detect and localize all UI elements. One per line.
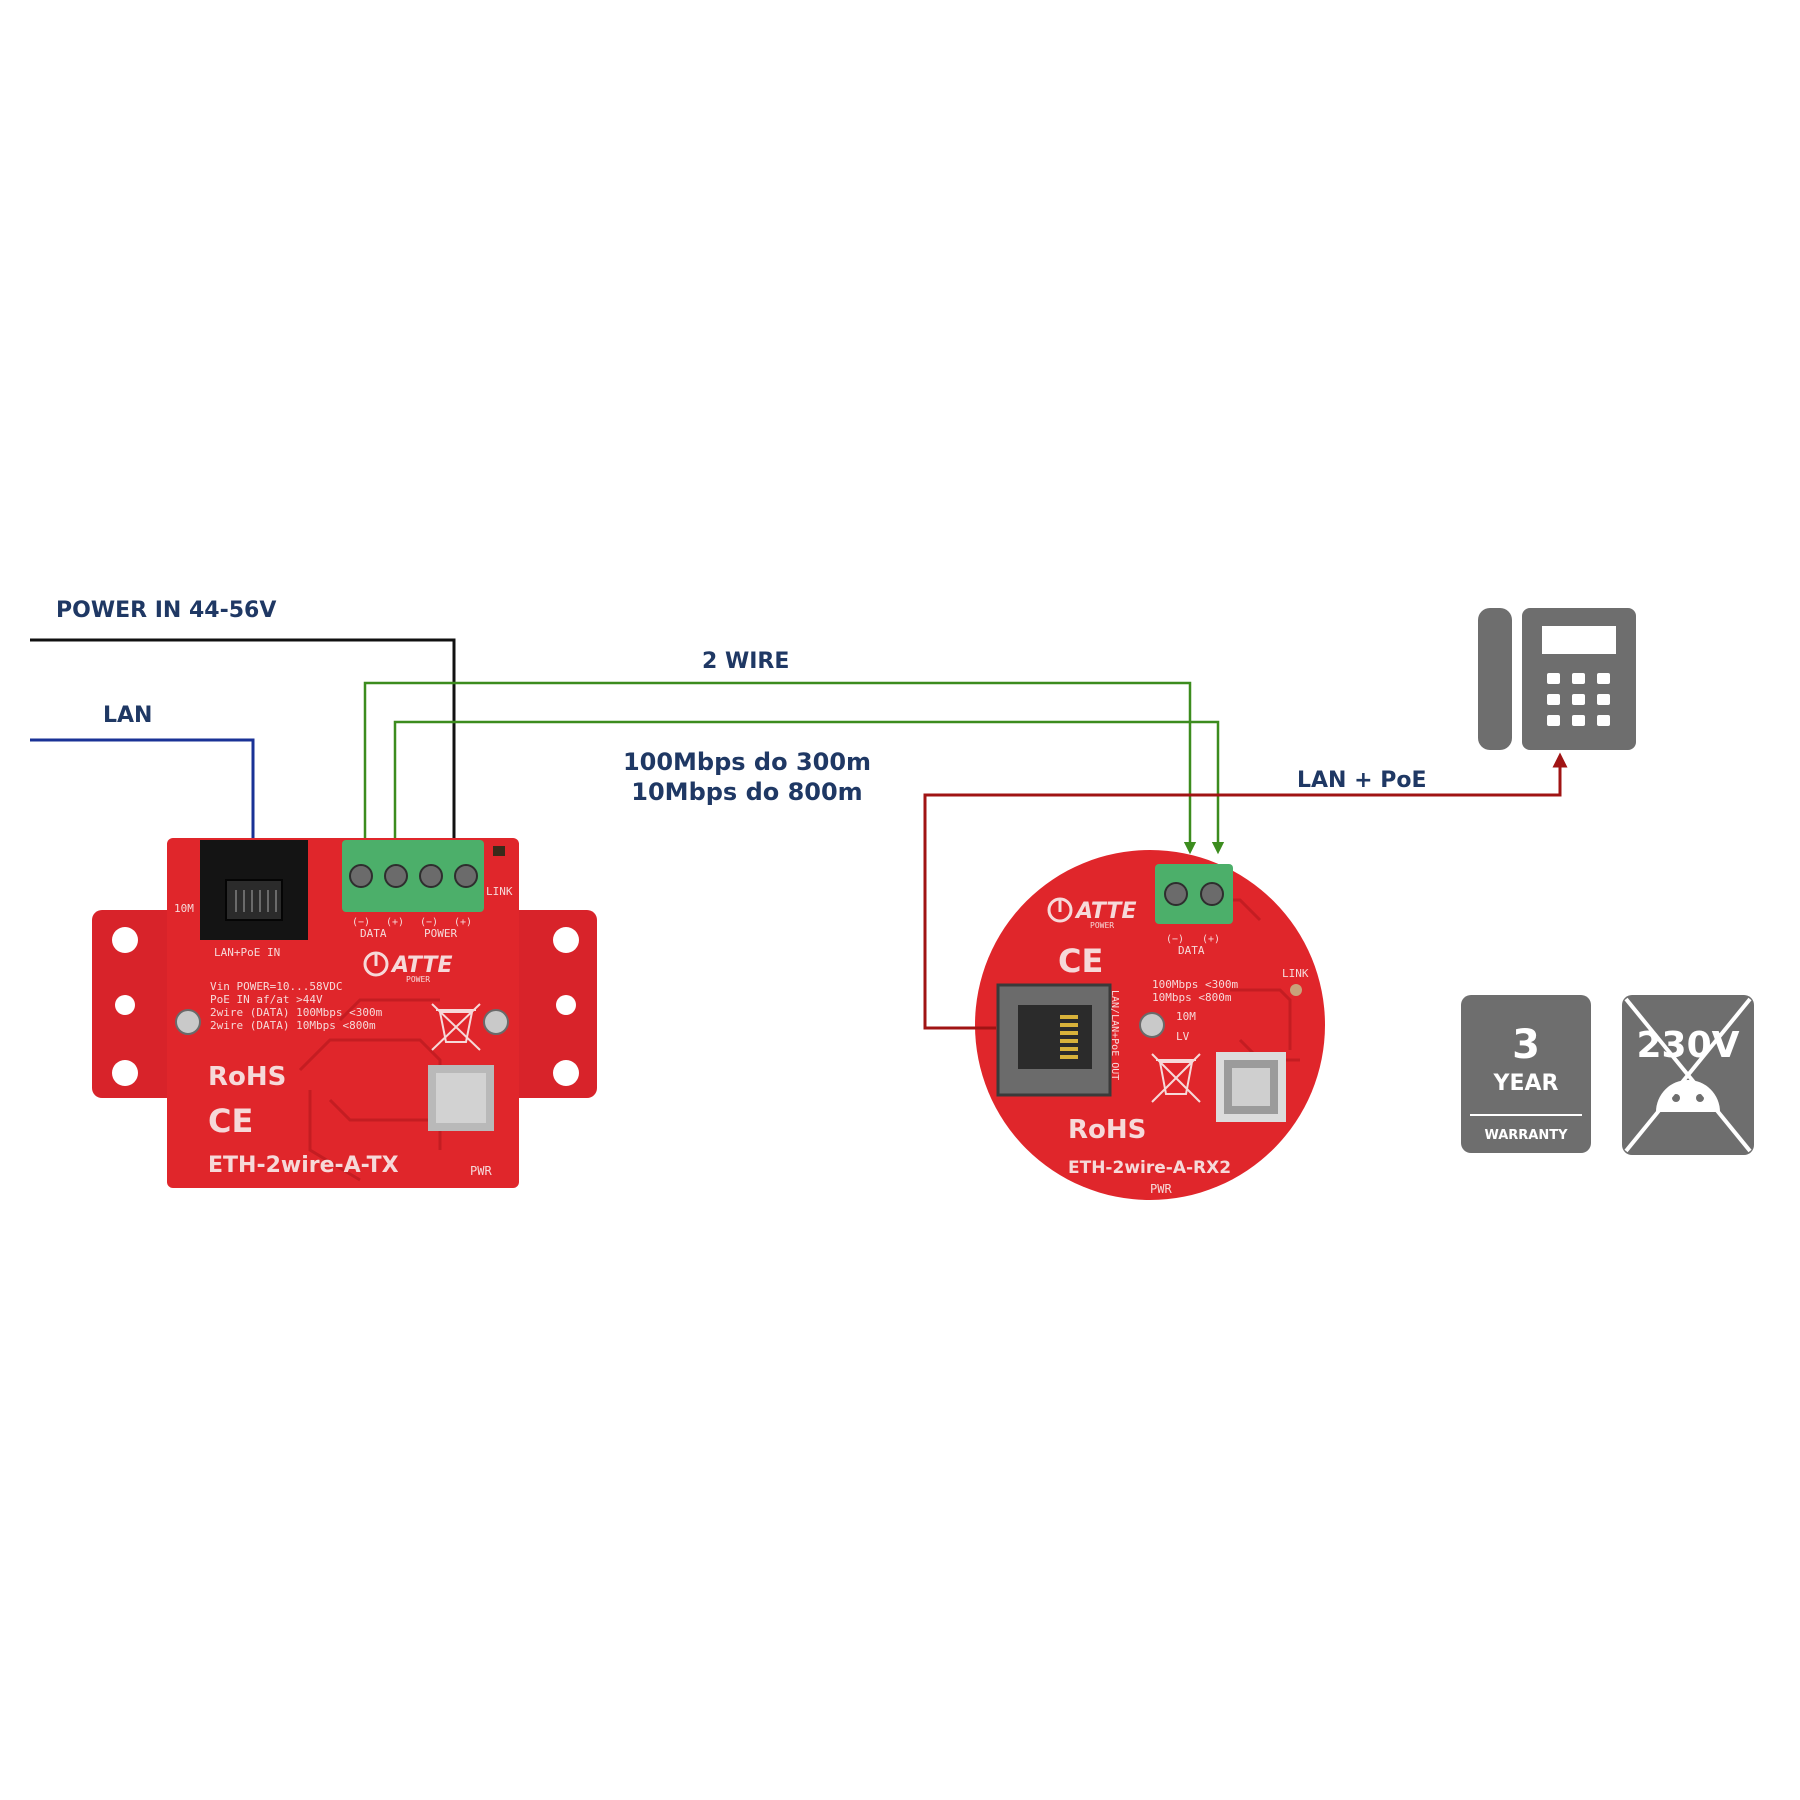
warranty-number: 3 xyxy=(1512,1022,1540,1068)
rx-rohs: RoHS xyxy=(1068,1115,1146,1145)
tx-pwr: PWR xyxy=(470,1164,492,1178)
rx-mode-1: 10M xyxy=(1176,1010,1196,1023)
rx-terminal-block[interactable] xyxy=(1155,864,1233,924)
rx-link-led xyxy=(1290,984,1302,996)
rx-terminal-minus: (−) xyxy=(1166,934,1184,945)
speed-line-2: 10Mbps do 800m xyxy=(631,778,862,806)
rx-data-label: DATA xyxy=(1178,944,1205,957)
lan-poe-wire xyxy=(923,752,1568,1030)
no-230v-icon: 230V xyxy=(1622,995,1754,1155)
weee-bin-icon xyxy=(431,1003,481,1051)
tx-mount-holes xyxy=(112,927,579,1086)
power-in-label: POWER IN 44-56V xyxy=(56,598,276,623)
svg-text:ATTE: ATTE xyxy=(1074,899,1136,924)
tx-terminal-screws xyxy=(349,864,478,888)
rx-board: (−) (+) DATA ATTE POWER CE LINK 100Mbps … xyxy=(975,850,1325,1200)
rx-link-label: LINK xyxy=(1282,967,1309,980)
svg-text:POWER: POWER xyxy=(406,975,430,984)
tx-mount-right xyxy=(505,910,597,1098)
rx-spec-2: 10Mbps <800m xyxy=(1152,991,1232,1004)
rx-model: ETH-2wire-A-RX2 xyxy=(1068,1158,1231,1178)
tx-power-label: POWER xyxy=(424,927,457,940)
tx-port-label: LAN+PoE IN xyxy=(214,946,280,959)
rx-spec-1: 100Mbps <300m xyxy=(1152,978,1238,991)
tx-data-label: DATA xyxy=(360,927,387,940)
power-wire xyxy=(30,638,456,838)
rx-terminal-screws xyxy=(1164,882,1224,906)
tx-ce: CE xyxy=(208,1102,253,1140)
tx-screw-right xyxy=(483,1009,509,1035)
tx-link-led xyxy=(493,846,505,856)
lan-poe-label: LAN + PoE xyxy=(1297,768,1426,793)
warranty-text: WARRANTY xyxy=(1484,1128,1568,1143)
tx-link-label: LINK xyxy=(486,885,513,898)
rx-terminal-plus: (+) xyxy=(1202,934,1220,945)
tx-screw-left xyxy=(175,1009,201,1035)
tx-atte-logo: ATTE POWER xyxy=(363,951,452,984)
warranty-badge-icon: 3 YEAR WARRANTY xyxy=(1461,995,1591,1153)
tx-mount-left xyxy=(92,910,184,1098)
rx-atte-logo: ATTE POWER xyxy=(1047,897,1136,930)
two-wire-inner xyxy=(393,720,1225,855)
tx-terminal-plus-2: (+) xyxy=(454,917,472,928)
rx-pwr: PWR xyxy=(1150,1182,1172,1196)
rx-ce: CE xyxy=(1058,942,1103,980)
tx-spec-1: Vin POWER=10...58VDC xyxy=(210,980,342,993)
rx-mode-2: LV xyxy=(1176,1030,1190,1043)
tx-terminal-block[interactable] xyxy=(342,840,484,912)
ip-phone-icon xyxy=(1478,608,1636,750)
lan-wire xyxy=(30,738,255,838)
two-wire-outer xyxy=(363,681,1197,855)
warranty-year: YEAR xyxy=(1493,1071,1559,1096)
rx-screw xyxy=(1139,1012,1165,1038)
tx-spec-2: PoE IN af/at >44V xyxy=(210,993,323,1006)
svg-text:POWER: POWER xyxy=(1090,921,1114,930)
tx-terminal-minus-1: (−) xyxy=(352,917,370,928)
tx-mode-label: 10M xyxy=(174,902,194,915)
rx-weee-bin-icon xyxy=(1151,1053,1201,1103)
speed-line-1: 100Mbps do 300m xyxy=(623,748,871,776)
tx-rohs: RoHS xyxy=(208,1062,286,1092)
tx-board: LINK 10M (−) (+) (−) (+) DATA POWER LAN+… xyxy=(92,838,597,1188)
tx-spec-3: 2wire (DATA) 100Mbps <300m xyxy=(210,1006,383,1019)
tx-spec-4: 2wire (DATA) 10Mbps <800m xyxy=(210,1019,376,1032)
tx-model: ETH-2wire-A-TX xyxy=(208,1153,399,1178)
two-wire-label: 2 WIRE xyxy=(702,649,789,674)
svg-text:ATTE: ATTE xyxy=(390,953,452,978)
rx-port-label: LAN/LAN+PoE OUT xyxy=(1109,990,1120,1080)
tx-terminal-plus-1: (+) xyxy=(386,917,404,928)
tx-terminal-minus-2: (−) xyxy=(420,917,438,928)
lan-label: LAN xyxy=(103,703,152,728)
